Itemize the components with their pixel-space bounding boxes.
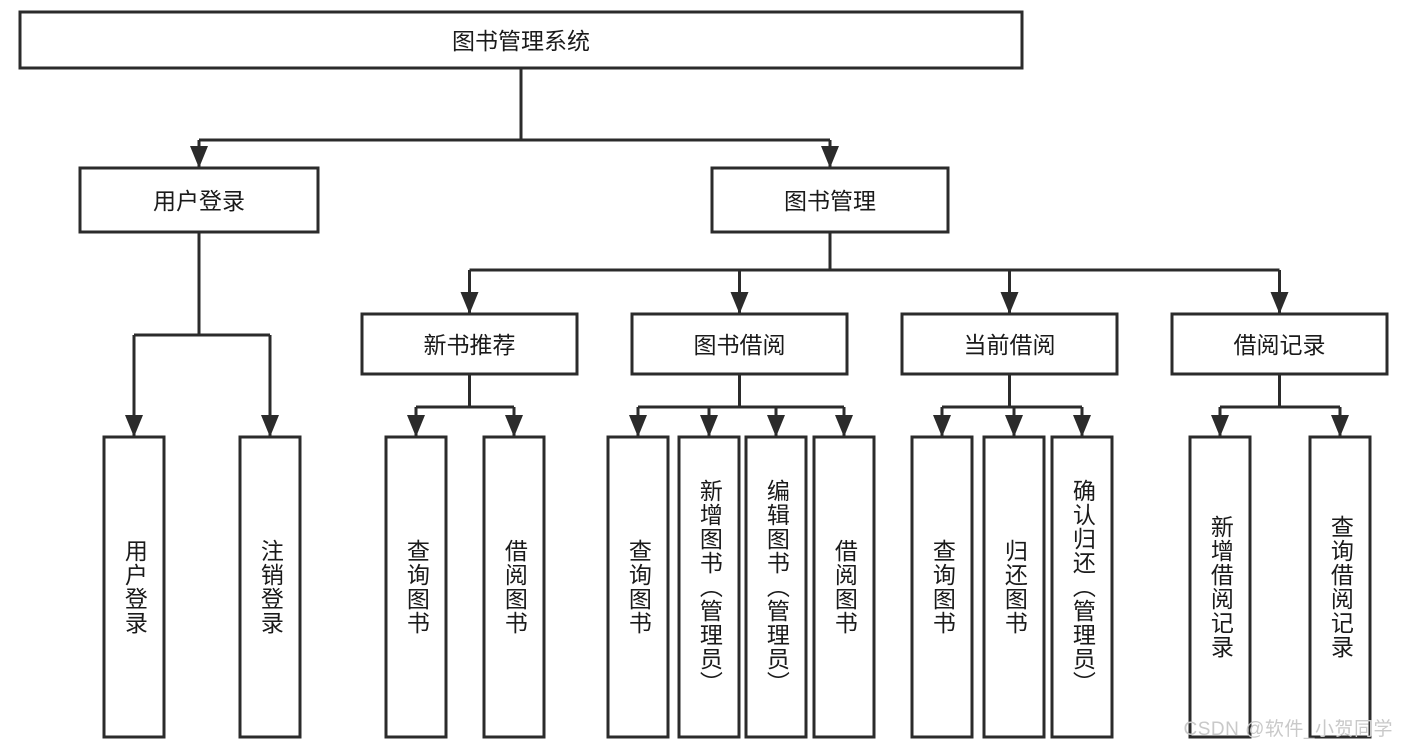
- level2-node-1[interactable]: 图书管理: [710, 166, 950, 234]
- node-box: [910, 435, 974, 739]
- leaf-node[interactable]: [1188, 435, 1252, 739]
- arrow-head-icon: [190, 146, 208, 168]
- node-box: [744, 435, 808, 739]
- node-box: [677, 435, 741, 739]
- arrow-head-icon: [261, 415, 279, 437]
- node-label: 图书借阅: [694, 332, 786, 358]
- root-node[interactable]: 图书管理系统: [18, 10, 1024, 70]
- arrow-head-icon: [1005, 415, 1023, 437]
- node-box: [1188, 435, 1252, 739]
- arrow-head-icon: [1073, 415, 1091, 437]
- leaf-node[interactable]: [482, 435, 546, 739]
- arrow-head-icon: [767, 415, 785, 437]
- node-box: [630, 312, 849, 376]
- level2-node-0[interactable]: 用户登录: [78, 166, 320, 234]
- arrow-head-icon: [933, 415, 951, 437]
- arrow-head-icon: [629, 415, 647, 437]
- level3-node-2[interactable]: 当前借阅: [900, 312, 1119, 376]
- node-label: 图书管理系统: [452, 28, 590, 54]
- leaf-node[interactable]: [744, 435, 808, 739]
- arrow-head-icon: [460, 292, 479, 314]
- leaf-node[interactable]: [812, 435, 876, 739]
- leaf-node[interactable]: [238, 435, 302, 739]
- node-box: [710, 166, 950, 234]
- leaf-node[interactable]: [384, 435, 448, 739]
- leaf-node[interactable]: [1050, 435, 1114, 739]
- node-label: 新书推荐: [424, 332, 516, 358]
- arrow-head-icon: [1211, 415, 1229, 437]
- leaf-node[interactable]: [677, 435, 741, 739]
- leaf-node[interactable]: [910, 435, 974, 739]
- node-box: [238, 435, 302, 739]
- node-box: [384, 435, 448, 739]
- arrow-head-icon: [407, 415, 425, 437]
- arrow-head-icon: [505, 415, 523, 437]
- leaf-node[interactable]: [982, 435, 1046, 739]
- node-box: [78, 166, 320, 234]
- arrow-head-icon: [1270, 292, 1289, 314]
- level3-node-0[interactable]: 新书推荐: [360, 312, 579, 376]
- arrow-head-icon: [1331, 415, 1349, 437]
- leaf-node[interactable]: [1308, 435, 1372, 739]
- leaf-node[interactable]: [102, 435, 166, 739]
- node-label: 用户登录: [153, 188, 245, 214]
- node-label: 图书管理: [784, 188, 876, 214]
- node-box: [900, 312, 1119, 376]
- node-box: [1170, 312, 1389, 376]
- node-box: [102, 435, 166, 739]
- arrow-head-icon: [1000, 292, 1019, 314]
- node-box: [482, 435, 546, 739]
- node-box: [812, 435, 876, 739]
- leaf-node[interactable]: [606, 435, 670, 739]
- arrow-head-icon: [125, 415, 143, 437]
- arrow-head-icon: [700, 415, 718, 437]
- node-box: [982, 435, 1046, 739]
- csdn-watermark: CSDN @软件_小贺同学: [1183, 719, 1393, 740]
- node-box: [360, 312, 579, 376]
- level3-node-1[interactable]: 图书借阅: [630, 312, 849, 376]
- arrow-head-icon: [730, 292, 749, 314]
- node-box: [606, 435, 670, 739]
- node-box: [1050, 435, 1114, 739]
- arrow-head-icon: [821, 146, 839, 168]
- node-label: 当前借阅: [964, 332, 1056, 358]
- node-label: 借阅记录: [1234, 332, 1326, 358]
- level3-node-3[interactable]: 借阅记录: [1170, 312, 1389, 376]
- arrow-head-icon: [835, 415, 853, 437]
- node-box: [18, 10, 1024, 70]
- node-box: [1308, 435, 1372, 739]
